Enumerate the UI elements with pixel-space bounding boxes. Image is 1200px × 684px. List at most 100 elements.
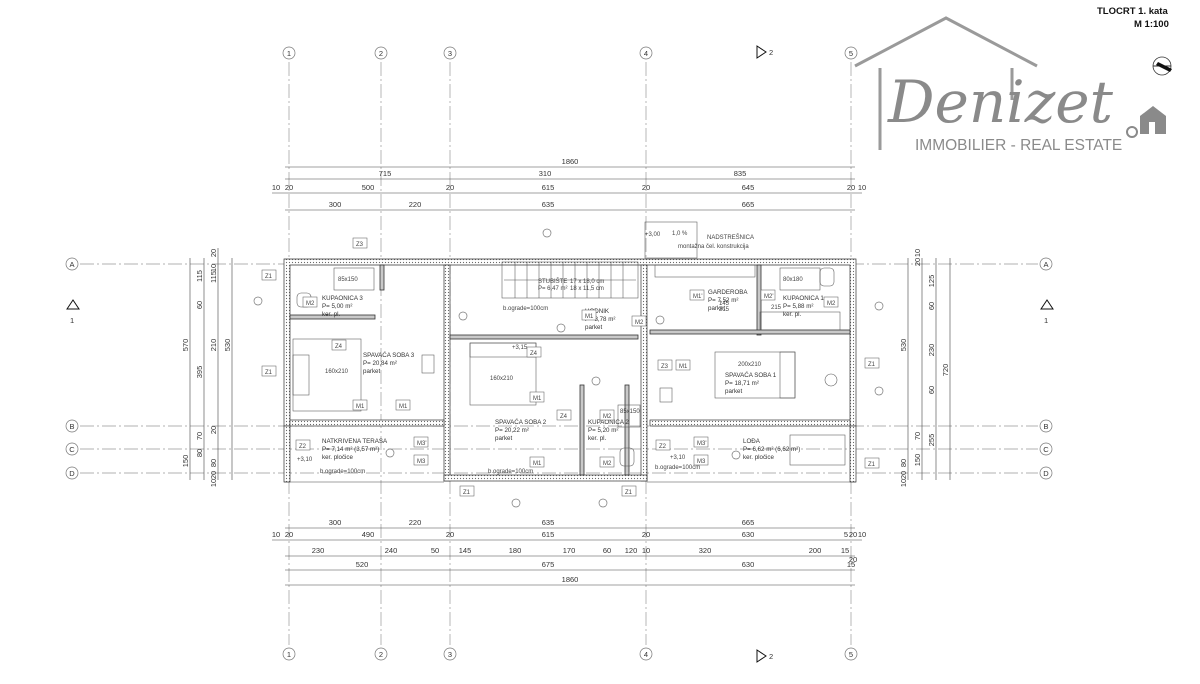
- svg-text:70: 70: [195, 432, 204, 440]
- room-kupaonica-3: KUPAONICA 3 P= 5,00 m² ker. pl.: [322, 295, 363, 318]
- svg-text:20: 20: [642, 530, 650, 539]
- svg-text:50: 50: [431, 546, 439, 555]
- svg-text:Z2: Z2: [299, 444, 307, 450]
- svg-text:60: 60: [603, 546, 611, 555]
- tag-m3-prime: M3': [413, 436, 429, 448]
- stairs: STUBIŠTE P= 6,47 m² 17 x 18,0 cm 18 x 11…: [501, 261, 639, 299]
- svg-text:80x180: 80x180: [783, 277, 803, 283]
- svg-text:parket: parket: [495, 435, 512, 442]
- svg-text:P= 5,88 m²: P= 5,88 m²: [783, 303, 813, 310]
- tag-m2: M2: [631, 315, 647, 327]
- svg-text:300: 300: [329, 200, 342, 209]
- svg-text:P= 20,22 m²: P= 20,22 m²: [495, 427, 529, 434]
- north-arrow-icon: [1152, 56, 1172, 76]
- svg-text:SPAVAĆA SOBA 2: SPAVAĆA SOBA 2: [495, 419, 547, 426]
- svg-text:20: 20: [849, 530, 857, 539]
- svg-text:KUPAONICA 2: KUPAONICA 2: [588, 419, 629, 426]
- dimensions-left: 570 115 60 395 70 150 80 115 80 20 530 2…: [181, 248, 233, 487]
- svg-text:C: C: [69, 445, 75, 454]
- svg-text:P= 5,00 m²: P= 5,00 m²: [322, 303, 352, 310]
- svg-text:60: 60: [195, 301, 204, 309]
- svg-text:ker. pl.: ker. pl.: [322, 311, 341, 318]
- svg-text:145: 145: [719, 301, 730, 307]
- svg-text:210: 210: [209, 339, 218, 352]
- svg-text:LOĐA: LOĐA: [743, 438, 761, 445]
- svg-text:1: 1: [287, 650, 291, 659]
- tag-z1: Z1: [459, 485, 475, 497]
- svg-text:255: 255: [927, 434, 936, 447]
- svg-text:Z3: Z3: [661, 364, 669, 370]
- svg-text:150: 150: [913, 454, 922, 467]
- svg-text:3: 3: [448, 49, 452, 58]
- svg-text:615: 615: [542, 183, 555, 192]
- room-spavaca-soba-1: SPAVAĆA SOBA 1 P= 18,71 m² parket: [725, 372, 777, 395]
- svg-text:85x150: 85x150: [620, 409, 640, 415]
- svg-text:M1: M1: [533, 461, 542, 467]
- svg-text:P= 7,52 m²: P= 7,52 m²: [708, 297, 738, 304]
- svg-text:10: 10: [858, 183, 866, 192]
- element-tags: Z1 Z1 Z1 Z1 Z1 Z1 Z2 Z2 Z3 Z3 Z4 Z4 Z4 M…: [261, 237, 880, 497]
- svg-text:Z1: Z1: [265, 370, 273, 376]
- tag-m1: M1: [675, 359, 691, 371]
- svg-text:10: 10: [858, 530, 866, 539]
- svg-text:10: 10: [272, 530, 280, 539]
- svg-text:Z2: Z2: [659, 444, 667, 450]
- svg-text:M2: M2: [603, 414, 612, 420]
- svg-text:310: 310: [539, 169, 552, 178]
- svg-text:80: 80: [209, 459, 218, 467]
- svg-text:665: 665: [742, 518, 755, 527]
- svg-text:80: 80: [195, 449, 204, 457]
- svg-text:+3,15: +3,15: [512, 345, 528, 351]
- level-annotations: b.ograde=100cm b.ograde=100cm b.ograde=1…: [297, 301, 782, 475]
- tag-m1-prime: M1': [689, 289, 705, 301]
- svg-text:520: 520: [356, 560, 369, 569]
- svg-text:20: 20: [849, 555, 857, 564]
- svg-text:M1: M1: [356, 404, 365, 410]
- room-kupaonica-2: KUPAONICA 2 P= 5,20 m² ker. pl.: [588, 419, 629, 442]
- svg-text:SPAVAĆA SOBA 1: SPAVAĆA SOBA 1: [725, 372, 777, 379]
- svg-text:200: 200: [809, 546, 822, 555]
- svg-text:160x210: 160x210: [490, 376, 514, 382]
- room-kupaonica-1: KUPAONICA 1 P= 5,88 m² ker. pl.: [783, 295, 824, 318]
- svg-text:ker. pl.: ker. pl.: [588, 435, 607, 442]
- svg-text:220: 220: [409, 200, 422, 209]
- svg-text:Z1: Z1: [868, 362, 876, 368]
- svg-text:B: B: [69, 422, 74, 431]
- svg-text:M2: M2: [306, 301, 315, 307]
- logo-tagline: IMMOBILIER - REAL ESTATE: [915, 137, 1122, 154]
- svg-text:P= 5,20 m²: P= 5,20 m²: [588, 427, 618, 434]
- svg-text:15: 15: [841, 546, 849, 555]
- logo-name: Denizet: [887, 68, 1114, 136]
- roof-canopy: NADSTREŠNICA montažna čel. konstrukcija …: [644, 221, 754, 259]
- svg-text:635: 635: [542, 518, 555, 527]
- svg-text:M1: M1: [533, 396, 542, 402]
- svg-text:10: 10: [209, 479, 218, 487]
- svg-text:b.ograde=100cm: b.ograde=100cm: [320, 469, 365, 475]
- svg-text:KUPAONICA 1: KUPAONICA 1: [783, 295, 824, 302]
- svg-text:2: 2: [379, 650, 383, 659]
- tag-m3: M3: [693, 454, 709, 466]
- section-marker-right: 1: [1040, 299, 1054, 325]
- tag-m3-prime: M3': [693, 436, 709, 448]
- room-garderoba: GARDEROBA P= 7,52 m² parket: [708, 289, 748, 312]
- svg-text:SPAVAĆA SOBA 3: SPAVAĆA SOBA 3: [363, 352, 415, 359]
- svg-text:M2: M2: [603, 461, 612, 467]
- svg-text:125: 125: [927, 275, 936, 288]
- building-walls: [283, 258, 857, 483]
- svg-text:70: 70: [913, 432, 922, 440]
- svg-text:20: 20: [446, 530, 454, 539]
- svg-text:715: 715: [379, 169, 392, 178]
- tag-z1: Z1: [621, 485, 637, 497]
- svg-text:115: 115: [209, 271, 218, 283]
- room-lodja: LOĐA P= 6,62 m² (6,62 m²) ker. pločice: [743, 438, 800, 461]
- svg-text:M1: M1: [679, 364, 688, 370]
- svg-text:Z1: Z1: [265, 274, 273, 280]
- tag-m2: M2: [599, 456, 615, 468]
- room-spavaca-soba-3: SPAVAĆA SOBA 3 P= 20,84 m² parket: [363, 352, 415, 375]
- svg-text:570: 570: [181, 339, 190, 352]
- room-labels: KUPAONICA 3 P= 5,00 m² ker. pl. SPAVAĆA …: [322, 289, 824, 461]
- svg-text:montažna čel. konstrukcija: montažna čel. konstrukcija: [678, 244, 749, 250]
